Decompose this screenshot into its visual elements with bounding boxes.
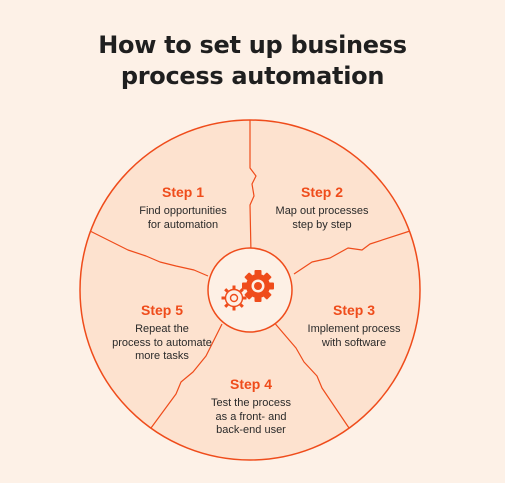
step-3-text-line-1: Implement process: [307, 323, 401, 335]
divider-step1-step2: [249, 120, 257, 254]
step-4-heading: Step 4: [229, 376, 272, 392]
divider-step5-step1: [89, 230, 209, 277]
page-title: How to set up business process automatio…: [0, 30, 505, 92]
divider-step3-step4: [271, 319, 350, 429]
step-1-text-line-1: Find opportunities: [139, 205, 227, 217]
step-5-text-line-3: more tasks: [135, 350, 189, 362]
step-3: Step 3 Implement process with software: [289, 302, 419, 350]
step-2: Step 2 Map out processes step by step: [257, 184, 387, 232]
step-3-heading: Step 3: [332, 302, 375, 318]
step-2-heading: Step 2: [300, 184, 343, 200]
divider-step2-step3: [293, 230, 411, 275]
title-line-2: process automation: [120, 62, 385, 90]
step-2-text-line-2: step by step: [292, 218, 352, 231]
step-5-heading: Step 5: [140, 302, 183, 318]
step-5-text-line-2: process to automate: [112, 336, 212, 349]
step-3-text-line-2: with software: [321, 336, 387, 349]
title-line-1: How to set up business: [98, 31, 407, 59]
step-1-heading: Step 1: [161, 184, 204, 200]
step-5-text-line-1: Repeat the: [135, 323, 189, 335]
gears-icon: [221, 270, 274, 311]
divider-step4-step5: [150, 323, 223, 429]
step-1: Step 1 Find opportunities for automation: [118, 184, 248, 232]
step-4-text-line-1: Test the process: [210, 397, 292, 409]
step-4: Step 4 Test the process as a front- and …: [186, 376, 316, 438]
step-5: Step 5 Repeat the process to automate mo…: [92, 302, 232, 364]
step-4-text-line-3: back-end user: [216, 424, 286, 436]
step-1-text-line-2: for automation: [147, 218, 219, 231]
step-4-text-line-2: as a front- and: [215, 410, 287, 423]
step-2-text-line-1: Map out processes: [275, 205, 369, 217]
